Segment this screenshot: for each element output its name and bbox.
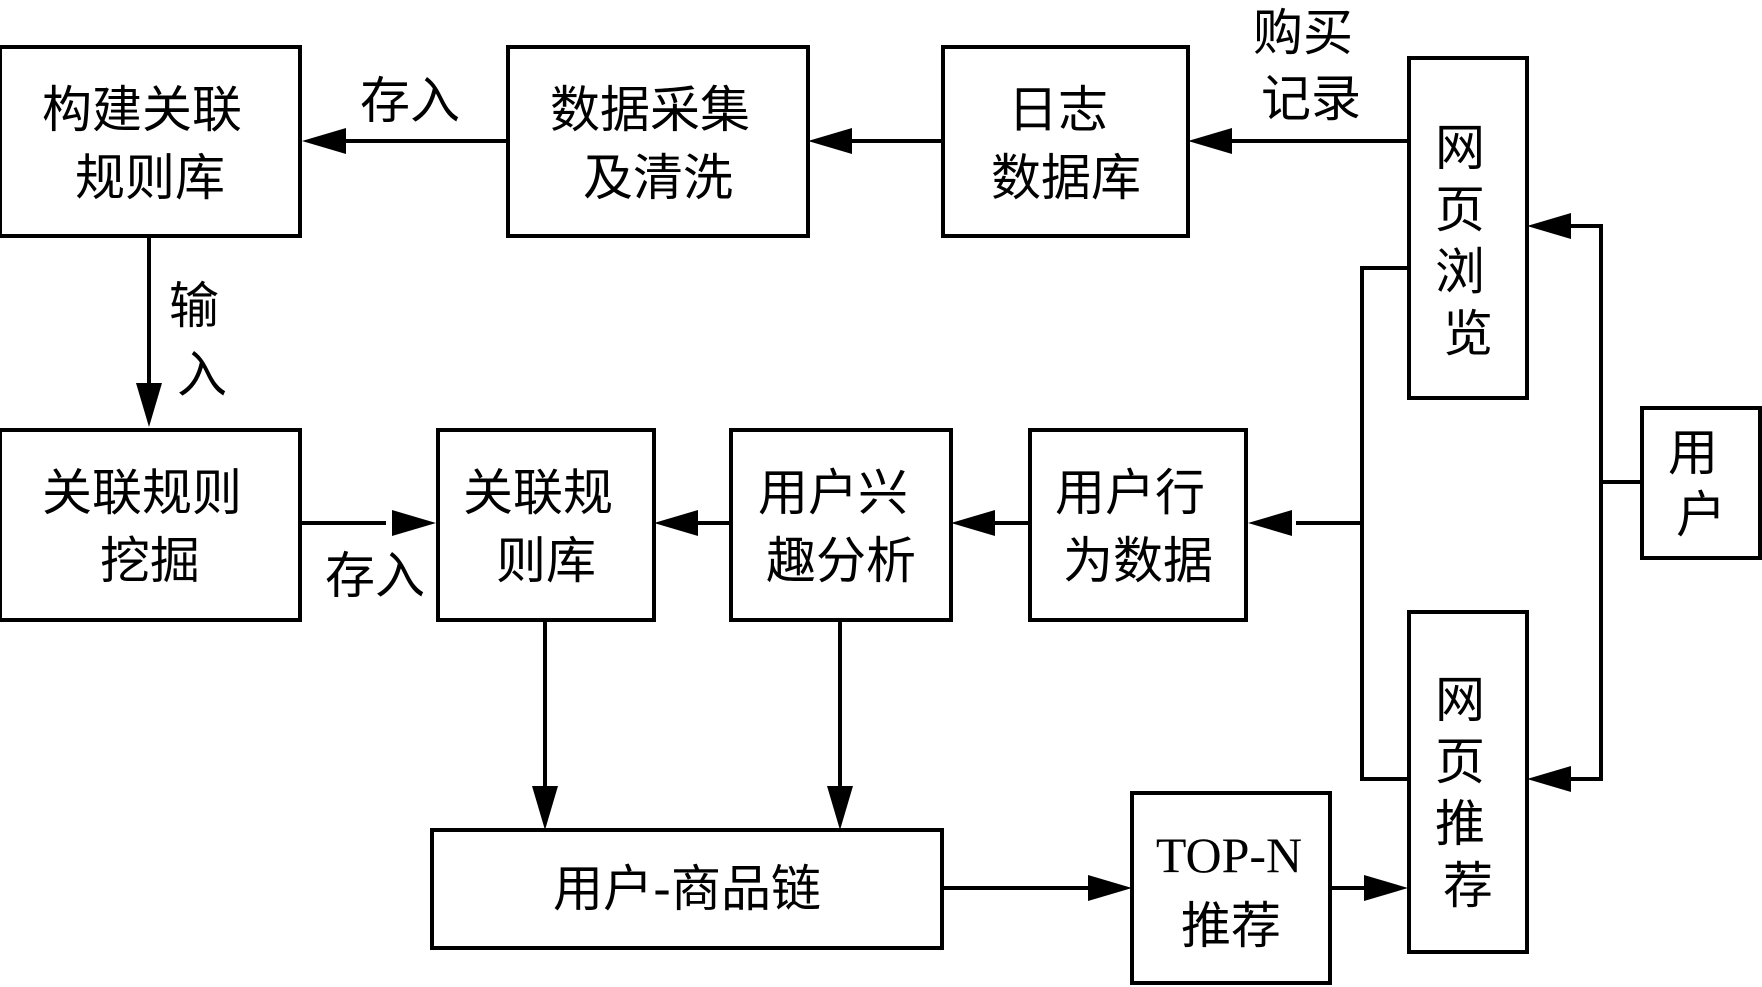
box-log-db: [941, 45, 1190, 238]
label-line: 存入: [360, 72, 460, 130]
label-line: 页: [1435, 181, 1485, 239]
label-line: 挖掘: [100, 532, 200, 590]
label-line: 购买: [1253, 4, 1353, 62]
arrowhead-into-behavior: [1248, 510, 1292, 536]
label-line: 户: [1676, 486, 1726, 544]
label-line: 规则库: [75, 149, 225, 207]
label-line: 网: [1435, 671, 1485, 729]
box-rule-mining: [0, 428, 302, 622]
label-line: 记录: [1261, 70, 1361, 128]
label-line: TOP-N: [1156, 827, 1302, 883]
arrowhead-into-chain-left: [532, 786, 558, 830]
arrowhead-into-build-rule-base: [302, 128, 346, 154]
arrowhead-into-data-collect: [808, 128, 852, 154]
label-line: 网: [1435, 119, 1485, 177]
arrowhead-into-web-recommend-from-user: [1527, 766, 1571, 792]
label-line: 用: [1668, 424, 1718, 482]
label-line: 推: [1435, 795, 1485, 853]
label-line: 存入: [325, 547, 425, 605]
arrowhead-into-chain-right: [827, 786, 853, 830]
label-interest-analysis: 用户兴 趣分析: [758, 464, 924, 590]
label-rule-base: 关联规 则库: [463, 464, 629, 590]
edge-web-to-behavior: [1360, 266, 1409, 781]
arrowhead-into-interest: [951, 510, 995, 536]
box-build-rule-base: [0, 45, 302, 238]
label-line: 页: [1435, 733, 1485, 791]
label-line: 用户-商品链: [553, 860, 821, 918]
label-behavior-data: 用户行 为数据: [1055, 464, 1221, 590]
label-rule-mining: 关联规则 挖掘: [42, 464, 258, 590]
label-line: 为数据: [1063, 532, 1213, 590]
label-web-recommend: 网 页 推 荐: [1435, 671, 1501, 915]
label-line: 数据采集: [550, 81, 750, 139]
box-rule-base: [436, 428, 656, 622]
label-data-collect: 数据采集 及清洗: [550, 81, 766, 207]
edge-user-to-web-pages: [1561, 224, 1642, 484]
arrowhead-into-top-n: [1088, 875, 1132, 901]
label-line: 入: [177, 346, 227, 404]
node-labels: 构建关联 规则库 数据采集 及清洗 日志 数据库 网 页 浏 览 关联规则 挖掘…: [42, 81, 1734, 955]
edge-label-store-bottom: 存入: [325, 547, 425, 605]
label-line: 则库: [496, 532, 596, 590]
label-line: 日志: [1008, 81, 1108, 139]
boxes: [0, 45, 1762, 985]
label-line: 关联规则: [42, 464, 242, 522]
label-line: 用户兴: [758, 464, 908, 522]
label-top-n: TOP-N 推荐: [1156, 827, 1306, 955]
label-line: 推荐: [1181, 897, 1281, 955]
label-line: 数据库: [991, 149, 1141, 207]
box-user-goods-chain: [430, 828, 944, 950]
edge-label-store-top: 存入: [360, 72, 460, 130]
edge-labels: 存入 存入 输 入 购买 记录: [169, 4, 1369, 605]
label-line: 览: [1443, 305, 1493, 363]
arrowhead-into-web-browse: [1527, 213, 1571, 239]
edge-label-purchase-record: 购买 记录: [1253, 4, 1369, 128]
label-user: 用 户: [1668, 424, 1734, 544]
box-behavior-data: [1028, 428, 1248, 622]
label-log-db: 日志 数据库: [991, 81, 1141, 207]
box-web-browse: [1407, 56, 1529, 400]
label-line: 用户行: [1055, 464, 1205, 522]
arrowheads: [136, 128, 1571, 901]
label-line: 浏: [1435, 243, 1485, 301]
label-line: 荐: [1443, 857, 1493, 915]
connectors: [147, 139, 1642, 890]
label-line: 及清洗: [583, 149, 733, 207]
box-user: [1640, 406, 1762, 560]
arrowhead-into-rule-base: [392, 510, 436, 536]
arrowhead-into-rule-base-from-interest: [654, 510, 698, 536]
arrowhead-into-rule-mining: [136, 383, 162, 427]
box-web-recommend: [1407, 610, 1529, 954]
label-line: 输: [169, 277, 219, 335]
label-line: 趣分析: [766, 532, 916, 590]
box-top-n: [1130, 791, 1332, 985]
label-user-goods-chain: 用户-商品链: [553, 860, 821, 918]
label-web-browse: 网 页 浏 览: [1435, 119, 1501, 363]
arrowhead-into-log-db: [1188, 128, 1232, 154]
arrowhead-into-web-recommend: [1364, 875, 1408, 901]
box-interest-analysis: [729, 428, 953, 622]
edge-label-input: 输 入: [169, 277, 235, 404]
label-line: 关联规: [463, 464, 613, 522]
box-data-collect: [506, 45, 810, 238]
label-build-rule-base: 构建关联 规则库: [42, 81, 258, 207]
edge-user-to-web-recommend: [1561, 482, 1603, 781]
label-line: 构建关联: [42, 81, 242, 139]
